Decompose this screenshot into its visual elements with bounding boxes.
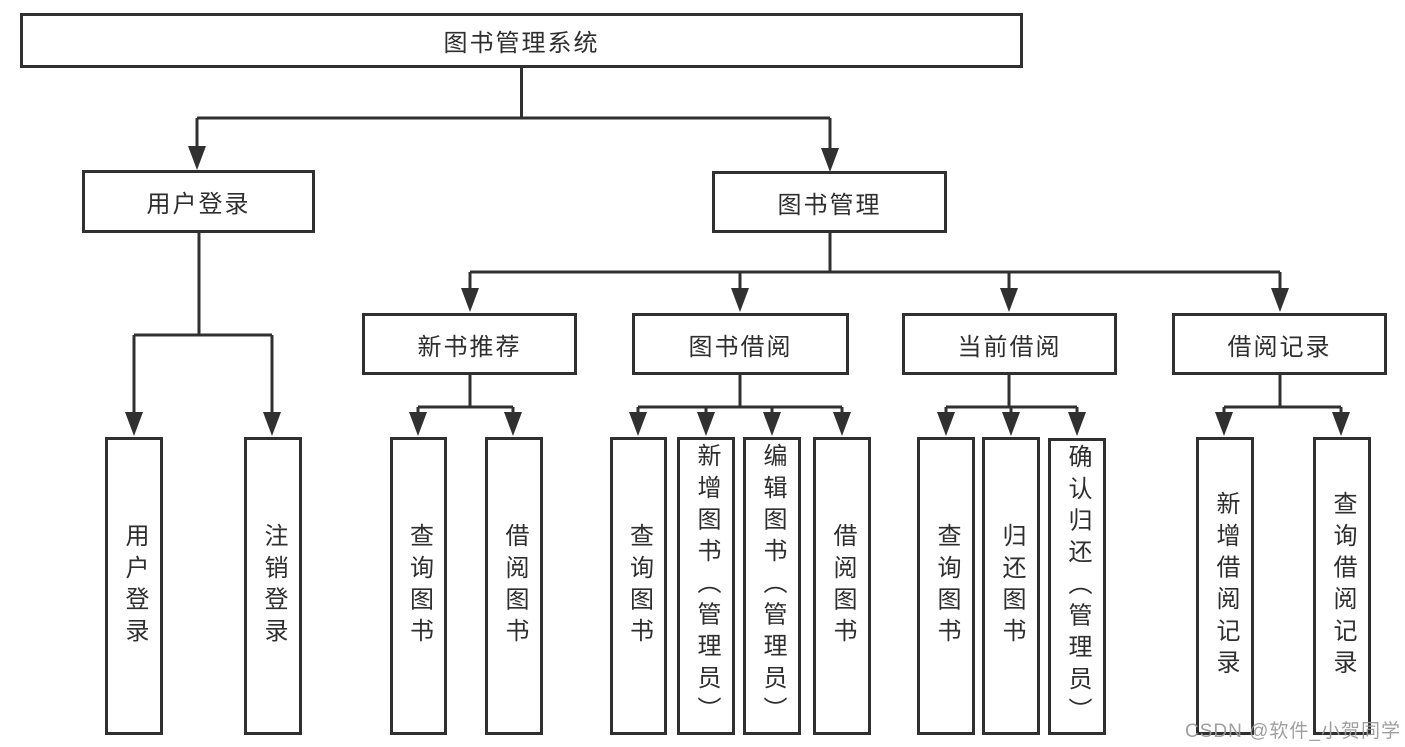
arrowhead [1000, 288, 1018, 312]
arrowhead [821, 148, 839, 172]
leaf-query-borrow-record: 查询借阅记录 [1313, 437, 1371, 735]
leaf-label: 确认归还（管理员） [1064, 443, 1091, 730]
edge-new-book-recommendation-children [409, 375, 522, 436]
node-new-book-recommendation: 新书推荐 [362, 313, 577, 375]
node-borrowing-records: 借阅记录 [1172, 313, 1387, 375]
leaf-add-borrow-record: 新增借阅记录 [1196, 437, 1254, 735]
arrowhead [504, 412, 522, 436]
arrowhead [1215, 412, 1233, 436]
leaf-borrow-books-recommend: 借阅图书 [485, 437, 543, 735]
edge-user-login-children [125, 233, 281, 436]
arrowhead [461, 288, 479, 312]
connector-line [636, 375, 844, 414]
leaf-query-books-current: 查询图书 [917, 437, 975, 735]
leaf-label: 查询借阅记录 [1329, 490, 1356, 682]
leaf-logout: 注销登录 [244, 437, 302, 735]
arrowhead [731, 288, 749, 312]
arrowhead [1271, 288, 1289, 312]
leaf-label: 归还图书 [998, 522, 1025, 650]
leaf-label: 用户登录 [121, 522, 148, 650]
leaf-label: 编辑图书（管理员） [759, 443, 786, 729]
arrowhead [1332, 412, 1350, 436]
connector-line [1222, 375, 1343, 414]
leaf-label: 借阅图书 [501, 522, 528, 650]
edge-book-borrowing-children [629, 375, 851, 436]
edge-book-management-children [461, 233, 1289, 312]
connector-line [468, 233, 1282, 290]
arrowhead [697, 412, 715, 436]
arrowhead [833, 412, 851, 436]
edge-borrowing-records-children [1215, 375, 1350, 436]
watermark: CSDN @软件_小贺同学 [1185, 721, 1401, 742]
leaf-add-books-admin: 新增图书（管理员） [677, 437, 735, 735]
arrowhead [125, 412, 143, 436]
arrowhead [1002, 412, 1020, 436]
leaf-return-books: 归还图书 [982, 437, 1040, 735]
edge-current-borrowing-children [937, 375, 1086, 436]
connector-line [132, 233, 274, 414]
leaf-query-books-recommend: 查询图书 [390, 437, 447, 735]
leaf-label: 查询图书 [405, 522, 433, 650]
leaf-query-books-borrow: 查询图书 [610, 437, 667, 735]
leaf-label: 注销登录 [260, 522, 287, 650]
leaf-borrow-books: 借阅图书 [813, 437, 871, 735]
node-root: 图书管理系统 [20, 13, 1023, 68]
arrowhead [409, 412, 427, 436]
leaf-user-login: 用户登录 [105, 437, 163, 735]
leaf-label: 借阅图书 [829, 522, 856, 650]
leaf-label: 查询图书 [625, 522, 653, 650]
leaf-label: 新增借阅记录 [1212, 490, 1239, 682]
leaf-label: 新增图书（管理员） [693, 443, 720, 729]
arrowhead [188, 146, 206, 170]
arrowhead [629, 412, 647, 436]
leaf-label: 查询图书 [933, 522, 960, 650]
connector-line [416, 375, 515, 414]
leaf-edit-books-admin: 编辑图书（管理员） [743, 437, 801, 735]
connector-line [195, 68, 832, 150]
edge-root-to-level1 [188, 68, 839, 172]
arrowhead [263, 412, 281, 436]
arrowhead [1068, 412, 1086, 436]
arrowhead [937, 412, 955, 436]
node-book-management: 图书管理 [712, 171, 947, 233]
node-user-login: 用户登录 [82, 170, 315, 233]
arrowhead [763, 412, 781, 436]
leaf-confirm-return-admin: 确认归还（管理员） [1048, 438, 1106, 735]
node-current-borrowing: 当前借阅 [902, 313, 1117, 375]
node-book-borrowing: 图书借阅 [632, 313, 849, 375]
connector-line [944, 375, 1079, 414]
